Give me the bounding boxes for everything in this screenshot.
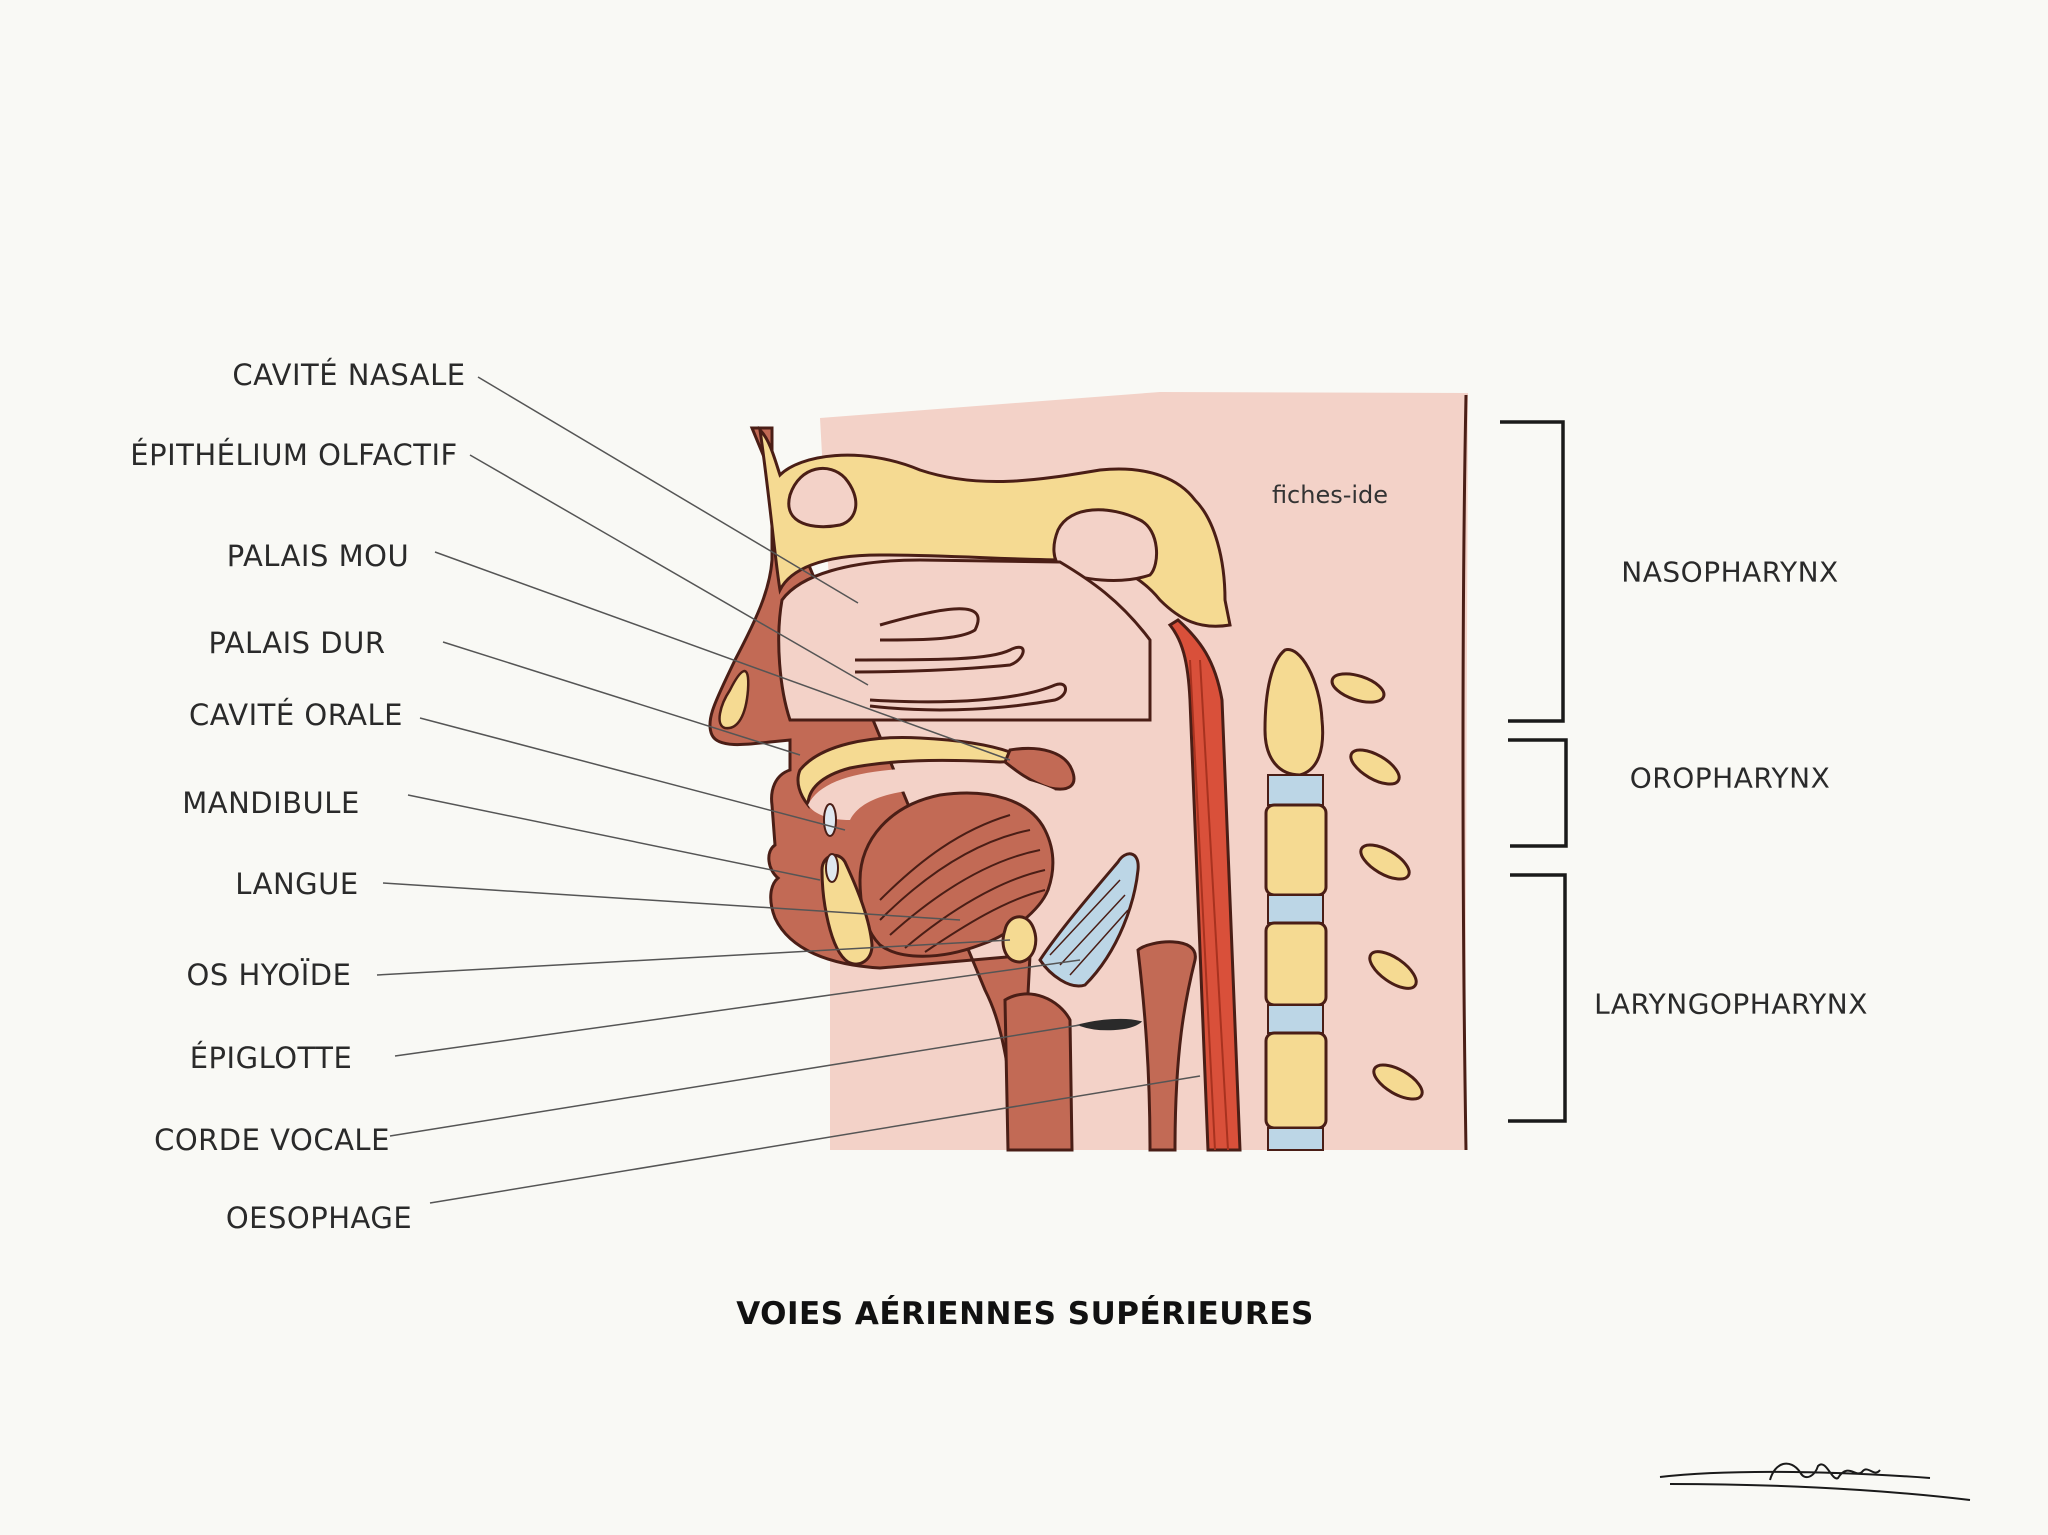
oral-cavity [808,768,1055,820]
leader-lines [376,376,1201,1204]
frontal-sinus [787,466,858,529]
vocal-cord [1076,1018,1143,1031]
vertebra-c3 [1264,921,1328,1007]
hard-palate [796,736,1016,810]
vertebral-column [1263,648,1328,1151]
leader-os-hyoide [376,939,1011,976]
label-nasopharynx: NASOPHARYNX [1621,555,1839,589]
spinous-process [1349,748,1401,786]
leader-corde-vocale [389,1024,1081,1137]
label-langue: LANGUE [235,867,359,901]
vertebra-c2 [1264,803,1328,897]
larynx-wall [1003,992,1074,1152]
leader-cavite-orale [419,717,846,831]
label-cavite-nasale: CAVITÉ NASALE [232,358,466,392]
leader-langue [382,882,961,921]
tongue-fibers [879,814,1046,953]
vertebra-c4 [1264,1031,1328,1130]
disc-1 [1267,774,1324,806]
bracket-laryngopharynx [1508,873,1567,1123]
leader-oesophage [429,1075,1201,1204]
label-laryngopharynx: LARYNGOPHARYNX [1594,987,1868,1021]
label-palais-mou: PALAIS MOU [226,539,410,573]
frontal-bone [757,425,1232,628]
oesophagus-wall [1136,940,1197,1152]
turbinate-3 [869,682,1067,712]
turbinate-1 [879,607,980,642]
bracket-oropharynx [1508,738,1568,848]
signature [1659,1462,1971,1501]
label-cavite-orale: CAVITÉ ORALE [189,698,403,732]
upper-tooth [823,803,837,837]
epiglottis-fibers [1049,879,1129,976]
diagram-title: VOIES AÉRIENNES SUPÉRIEURES [736,1296,1314,1332]
leader-palais-mou [434,551,1011,761]
disc-3 [1267,1004,1324,1034]
leader-epithelium-olfactif [469,454,869,686]
leader-cavite-nasale [477,376,859,604]
label-epithelium-olfactif: ÉPITHÉLIUM OLFACTIF [130,438,458,472]
spinous-process [1330,672,1386,704]
leader-palais-dur [442,641,801,756]
label-oesophage: OESOPHAGE [225,1201,413,1235]
label-mandibule: MANDIBULE [182,786,360,820]
spinous-processes [1330,672,1424,1101]
lower-tooth [825,853,839,883]
label-palais-dur: PALAIS DUR [208,626,386,660]
label-os-hyoide: OS HYOÏDE [186,958,352,992]
turbinate-2 [854,645,1025,674]
spinous-process [1372,1063,1424,1101]
label-epiglotte: ÉPIGLOTTE [189,1041,353,1075]
leader-epiglotte [394,959,1081,1057]
region-brackets [1500,420,1568,1123]
leader-mandibule [407,794,821,881]
soft-palate [1003,746,1076,791]
neck-outline [1461,394,1468,1151]
disc-4 [1267,1127,1324,1151]
watermark: fiches-ide [1271,481,1389,509]
pharyngeal-muscle [1167,618,1242,1152]
hyoid-bone [1001,915,1038,964]
nasal-cavity [777,558,1152,722]
label-corde-vocale: CORDE VOCALE [154,1123,390,1157]
muscle-fibers [1189,659,1229,1151]
mandible [820,853,874,966]
label-oropharynx: OROPHARYNX [1629,761,1831,795]
spinous-process [1359,843,1411,881]
tongue [858,791,1055,958]
nose-cartilage [718,669,750,730]
disc-2 [1267,894,1324,924]
bracket-nasopharynx [1500,420,1565,723]
spinous-process [1368,950,1418,990]
